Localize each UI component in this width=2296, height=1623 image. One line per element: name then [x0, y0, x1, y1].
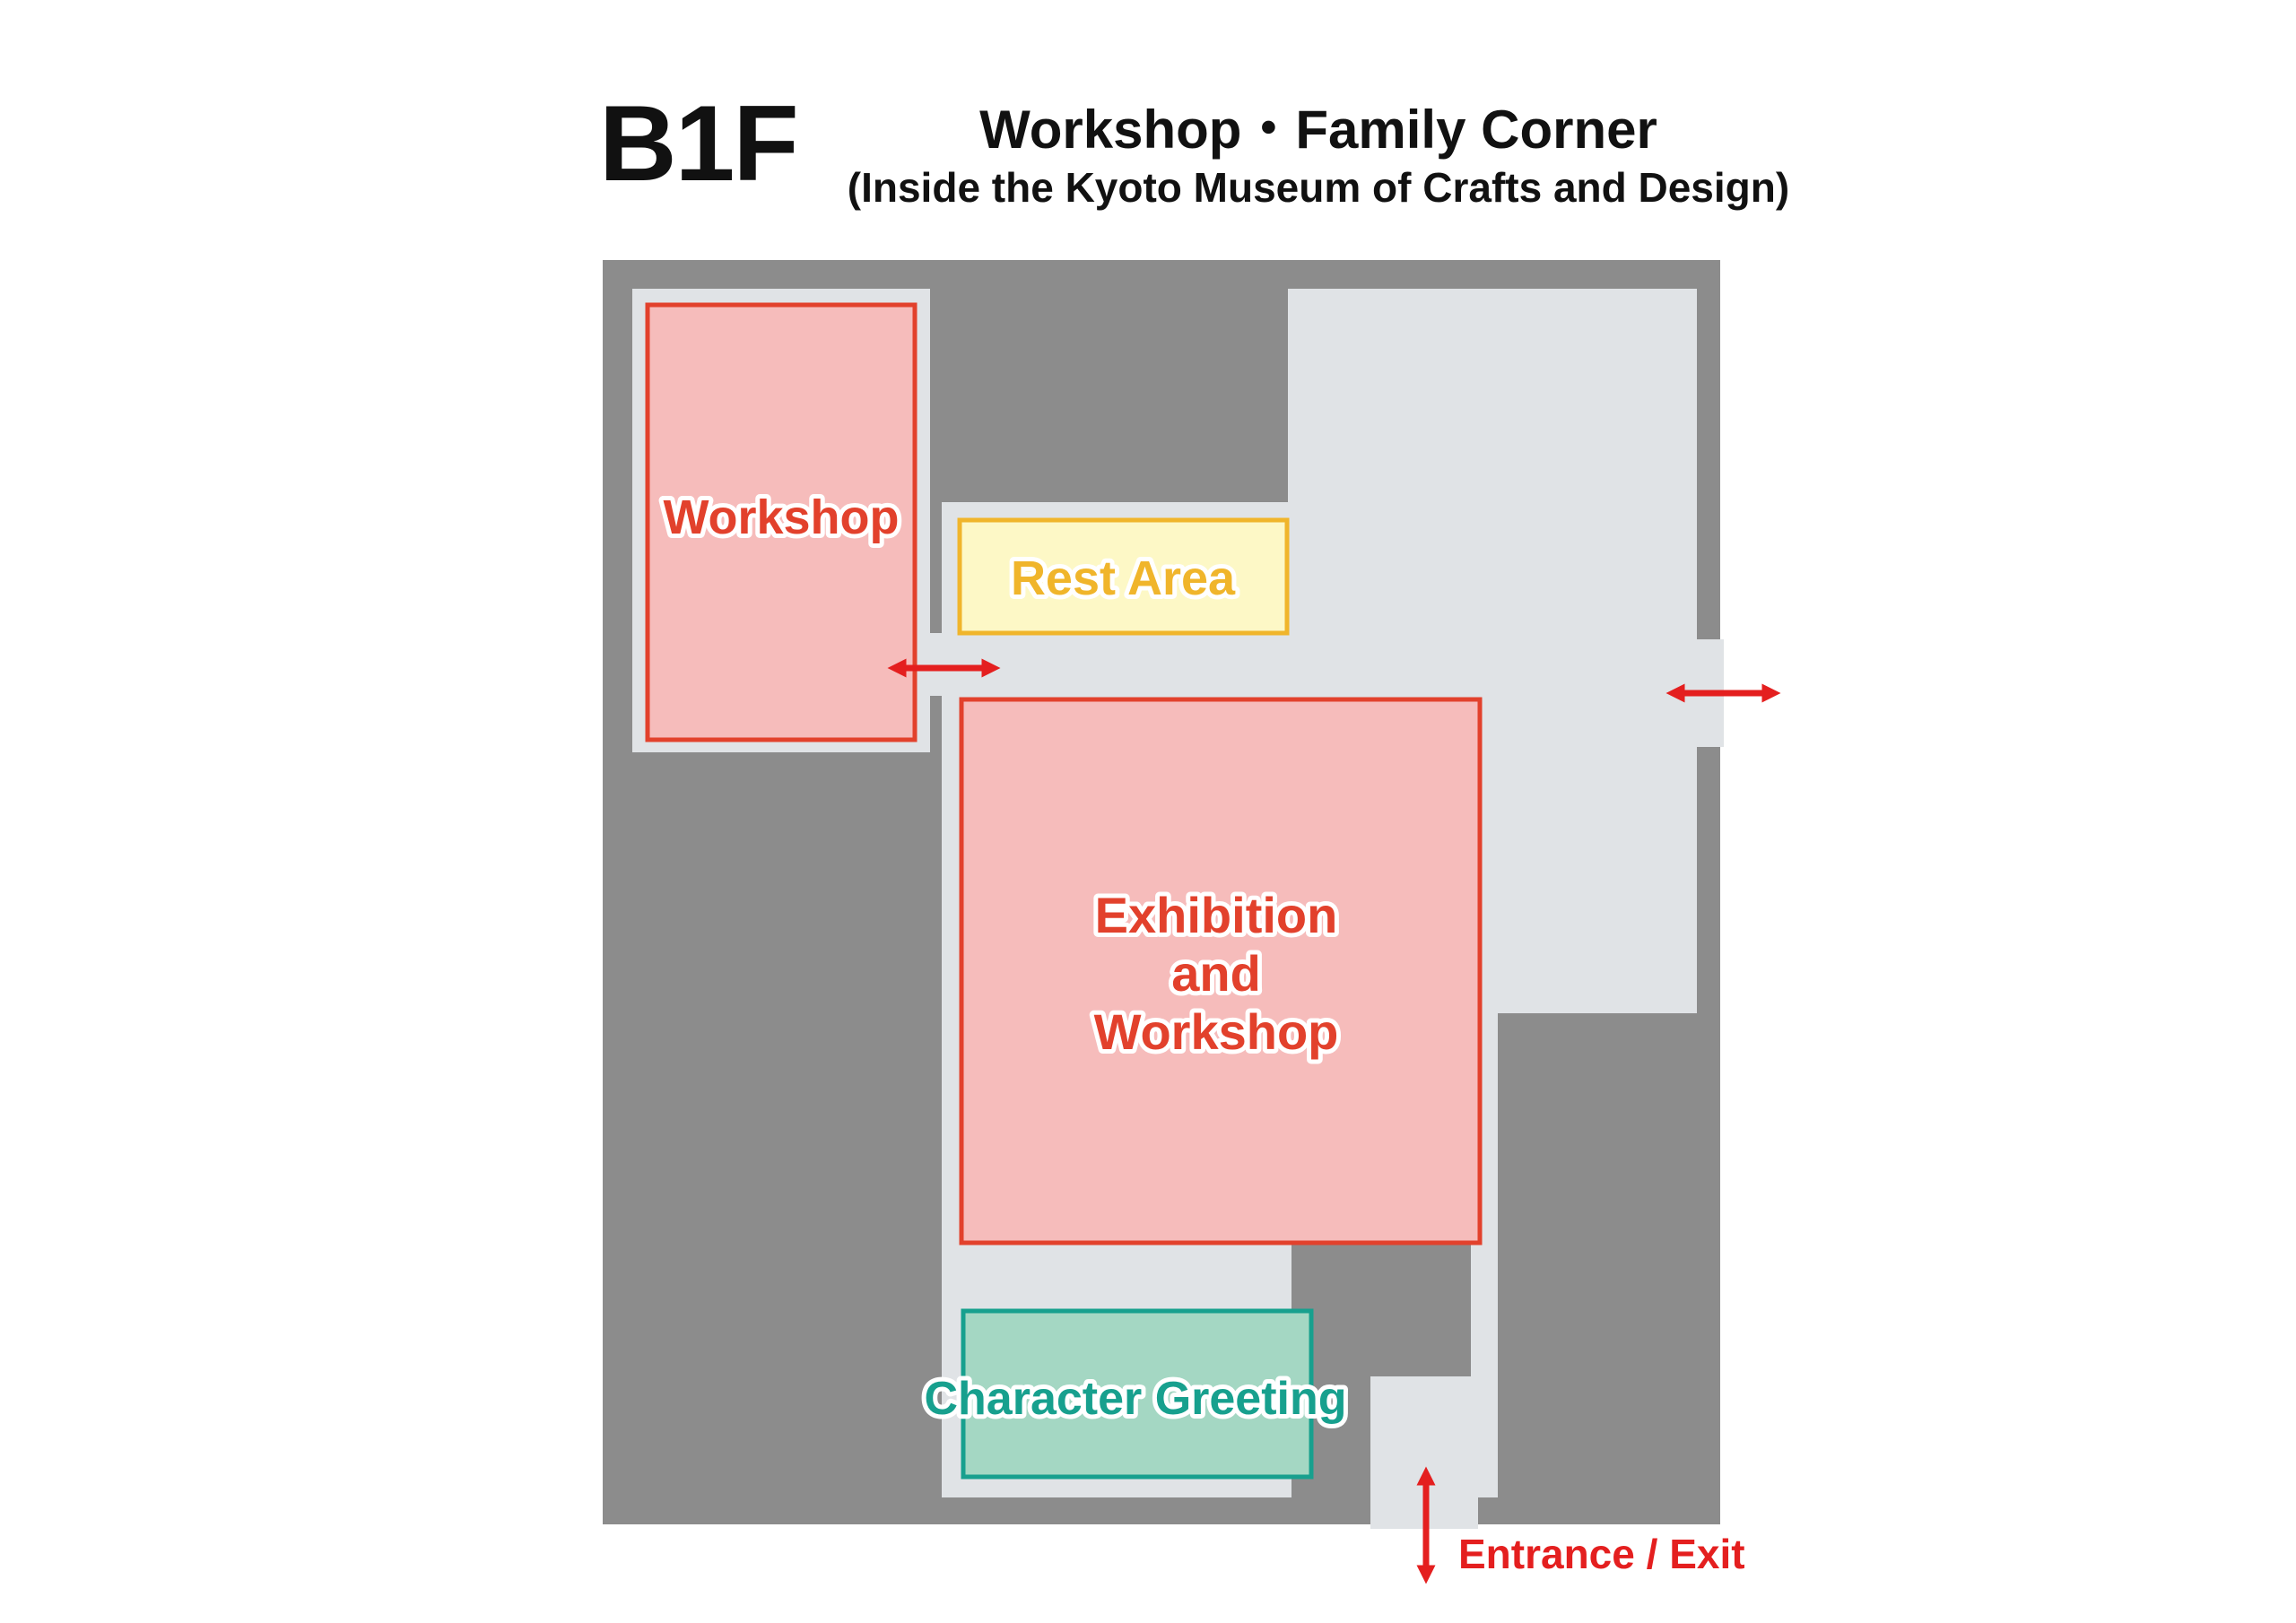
rest-area-label: Rest Area: [1011, 551, 1236, 605]
map-subtitle: (Inside the Kyoto Museum of Crafts and D…: [847, 164, 1790, 211]
map-title: Workshop・Family Corner: [979, 100, 1657, 160]
workshop-room: [645, 302, 918, 742]
exhibition-label-line2: and: [1171, 945, 1261, 1002]
entrance-exit-label: Entrance / Exit: [1458, 1531, 1745, 1577]
exhibition-label-line1: Exhibition: [1095, 887, 1338, 943]
exhibition-workshop-room: [959, 697, 1483, 1245]
character-greeting-area: [961, 1308, 1314, 1480]
workshop-label: Workshop: [663, 490, 899, 544]
character-greeting-label: Character Greeting: [924, 1373, 1346, 1425]
rest-area: [957, 517, 1290, 636]
floor-label: B1F: [599, 83, 799, 204]
exhibition-label-line3: Workshop: [1094, 1003, 1339, 1060]
